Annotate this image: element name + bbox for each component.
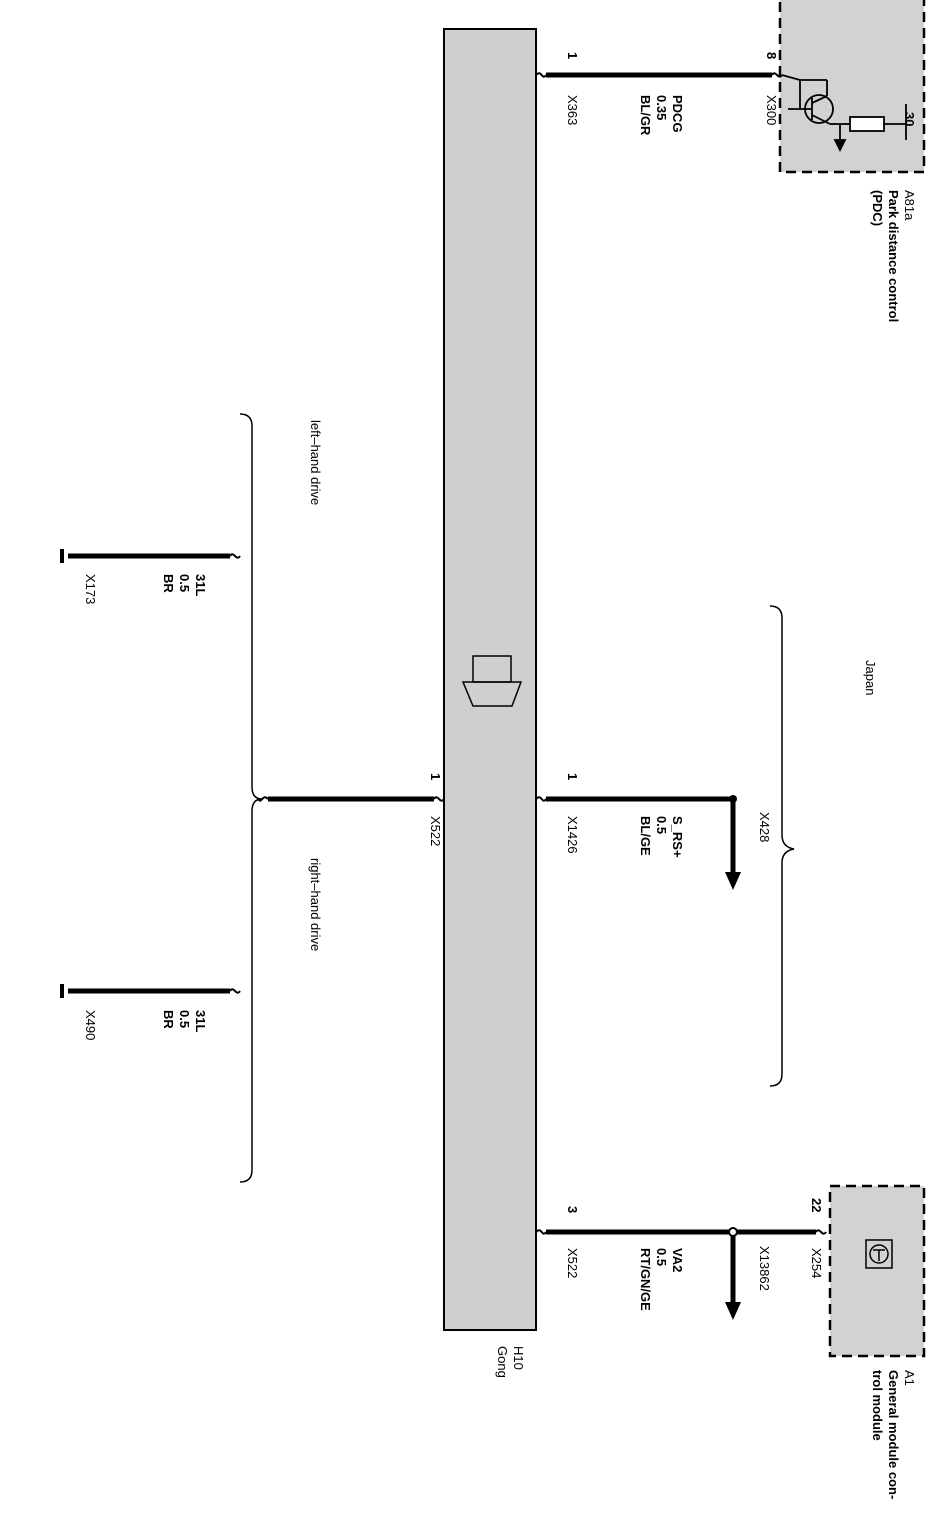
srs-signal: S_RS+ (670, 816, 685, 858)
pdc-pin-label: 30 (902, 112, 917, 126)
srs-size: 0.5 (654, 816, 669, 834)
chip-icon (865, 1239, 893, 1269)
general-module-id: A1 (902, 1370, 917, 1386)
va2-pin-module: 22 (809, 1198, 824, 1212)
pdc-module-id: A81a (902, 190, 917, 221)
srs-pin-gong: 1 (565, 773, 580, 780)
general-module-name-1: General module con- (886, 1370, 901, 1499)
lhd-color: BR (161, 574, 176, 593)
wire-pdcg[interactable] (535, 72, 801, 81)
gong-body[interactable] (443, 28, 537, 1331)
ground-connector-gong: X522 (428, 816, 443, 846)
gong-name: Gong (495, 1346, 510, 1378)
brace-variant (239, 413, 263, 1183)
variant-rhd: right–hand drive (308, 858, 323, 951)
wire-srs[interactable] (535, 795, 741, 890)
lhd-signal: 31L (193, 574, 208, 596)
variant-japan: Japan (863, 660, 878, 695)
variant-lhd: left–hand drive (308, 420, 323, 505)
lhd-size: 0.5 (177, 574, 192, 592)
pdc-pin-gong: 1 (565, 52, 580, 59)
srs-splice: X428 (757, 812, 772, 842)
pdc-signal: PDCG (670, 95, 685, 133)
pdc-connector-module: X300 (764, 95, 779, 125)
va2-splice: X13862 (757, 1246, 772, 1291)
pdc-color: BL/GR (638, 95, 653, 136)
wire-lhd-ground[interactable] (60, 549, 241, 563)
ground-pin-gong: 1 (428, 773, 443, 780)
rhd-point: X490 (83, 1010, 98, 1040)
pdc-connector-gong: X363 (565, 95, 580, 125)
va2-pin-gong: 3 (565, 1206, 580, 1213)
speaker-icon (461, 655, 523, 707)
lhd-point: X173 (83, 574, 98, 604)
pdc-module[interactable] (778, 0, 926, 174)
va2-signal: VA2 (670, 1248, 685, 1272)
va2-connector-gong: X522 (565, 1248, 580, 1278)
wire-ground[interactable] (257, 796, 445, 802)
general-module[interactable] (828, 1184, 926, 1358)
general-module-name-2: trol module (870, 1370, 885, 1441)
pdc-size: 0.35 (654, 95, 669, 120)
gong-id: H10 (511, 1346, 526, 1370)
va2-connector-module: X254 (809, 1248, 824, 1278)
pdc-module-name-1: Park distance control (886, 190, 901, 322)
rhd-signal: 31L (193, 1010, 208, 1032)
wire-va2[interactable] (535, 1227, 827, 1320)
transistor-icon (788, 79, 907, 153)
rhd-size: 0.5 (177, 1010, 192, 1028)
pdc-module-name-2: (PDC) (870, 190, 885, 226)
wire-rhd-ground[interactable] (60, 984, 241, 998)
srs-connector-gong: X1426 (565, 816, 580, 854)
va2-color: RT/GN/GE (638, 1248, 653, 1311)
rhd-color: BR (161, 1010, 176, 1029)
srs-color: BL/GE (638, 816, 653, 856)
pdc-pin-module: 8 (764, 52, 779, 59)
brace-japan (769, 605, 795, 1087)
va2-size: 0.5 (654, 1248, 669, 1266)
